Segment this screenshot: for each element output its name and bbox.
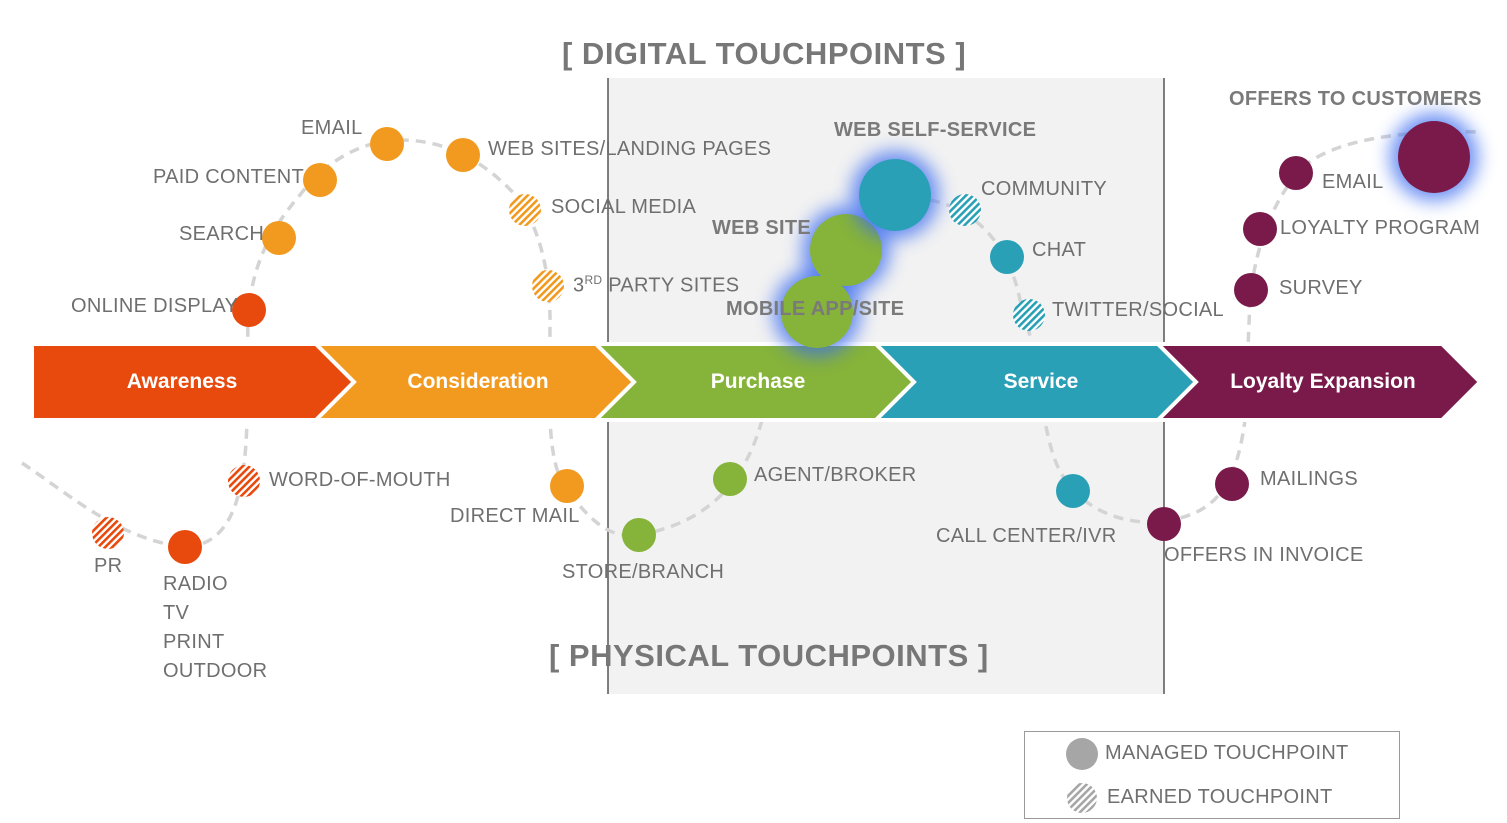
- dot-web-self-service: [859, 159, 931, 231]
- dot-loyalty-program: [1243, 212, 1277, 246]
- label-web-site: WEB SITE: [712, 217, 812, 239]
- physical-touchpoints-heading: [ PHYSICAL TOUCHPOINTS ]: [549, 638, 989, 673]
- label-mobile-app: MOBILE APP/SITE: [726, 298, 905, 320]
- legend: MANAGED TOUCHPOINT EARNED TOUCHPOINT: [1024, 731, 1400, 819]
- journey-path-service: [929, 130, 1481, 524]
- label-print: PRINT: [163, 631, 225, 653]
- dot-offers-to-customers: [1398, 121, 1470, 193]
- label-social-media: SOCIAL MEDIA: [551, 196, 697, 218]
- dot-social-media: [509, 194, 541, 226]
- stage-label-service: Service: [1003, 370, 1079, 393]
- stage-label-awareness: Awareness: [126, 370, 238, 393]
- dot-twitter-social: [1013, 299, 1045, 331]
- dot-online-display: [232, 293, 266, 327]
- label-store-branch: STORE/BRANCH: [562, 561, 725, 583]
- stage-label-loyalty: Loyalty Expansion: [1230, 370, 1416, 393]
- dot-pr: [92, 517, 124, 549]
- label-third-party-text: PARTY SITES: [602, 274, 740, 297]
- dot-agent-broker: [713, 462, 747, 496]
- dot-call-center: [1056, 474, 1090, 508]
- dot-web-site: [810, 214, 882, 286]
- dot-third-party: [532, 270, 564, 302]
- dot-email-consideration: [370, 127, 404, 161]
- stage-label-purchase: Purchase: [710, 370, 806, 393]
- label-agent-broker: AGENT/BROKER: [754, 464, 917, 486]
- earned-swatch-icon: [1067, 783, 1097, 813]
- label-third-party-sup: RD: [584, 273, 603, 287]
- touchpoint-dots: [92, 113, 1478, 564]
- dot-chat: [990, 240, 1024, 274]
- label-third-party-number: 3: [573, 274, 585, 297]
- dot-email-loyalty: [1279, 156, 1313, 190]
- label-community: COMMUNITY: [981, 178, 1108, 200]
- dot-direct-mail: [550, 469, 584, 503]
- label-survey: SURVEY: [1279, 277, 1363, 299]
- dot-mobile-app: [781, 276, 853, 348]
- dot-store-branch: [622, 518, 656, 552]
- label-paid-content: PAID CONTENT: [153, 166, 305, 188]
- label-web-self-service: WEB SELF-SERVICE: [834, 119, 1037, 141]
- label-web-sites: WEB SITES/LANDING PAGES: [488, 138, 772, 160]
- label-pr: PR: [94, 555, 123, 577]
- dot-paid-content: [303, 163, 337, 197]
- label-search: SEARCH: [179, 223, 265, 245]
- stage-arrows: [30, 342, 1483, 422]
- label-twitter-social: TWITTER/SOCIAL: [1052, 299, 1224, 321]
- label-chat: CHAT: [1032, 239, 1087, 261]
- label-radio: RADIO: [163, 573, 228, 595]
- label-email-loyalty: EMAIL: [1322, 171, 1384, 193]
- label-offers-in-invoice: OFFERS IN INVOICE: [1164, 544, 1364, 566]
- label-mailings: MAILINGS: [1260, 468, 1358, 490]
- dot-radio: [168, 530, 202, 564]
- dot-web-sites: [446, 138, 480, 172]
- label-third-party: 3RD PARTY SITES: [573, 273, 739, 298]
- digital-touchpoints-heading: [ DIGITAL TOUCHPOINTS ]: [562, 36, 967, 71]
- label-email-consideration: EMAIL: [301, 117, 363, 139]
- dot-community: [949, 194, 981, 226]
- label-loyalty-program: LOYALTY PROGRAM: [1280, 217, 1481, 239]
- label-online-display: ONLINE DISPLAY: [71, 295, 239, 317]
- label-outdoor: OUTDOOR: [163, 660, 268, 682]
- dot-mailings: [1215, 467, 1249, 501]
- legend-managed-label: MANAGED TOUCHPOINT: [1105, 742, 1349, 764]
- label-offers-to-customers: OFFERS TO CUSTOMERS: [1229, 88, 1482, 110]
- stage-label-consideration: Consideration: [407, 370, 549, 393]
- label-direct-mail: DIRECT MAIL: [450, 505, 580, 527]
- stage-arrow-loyalty-expansion: [1153, 342, 1483, 422]
- dot-word-of-mouth: [228, 465, 260, 497]
- label-call-center: CALL CENTER/IVR: [936, 525, 1117, 547]
- dot-search: [262, 221, 296, 255]
- dot-survey: [1234, 273, 1268, 307]
- label-word-of-mouth: WORD-OF-MOUTH: [269, 469, 451, 491]
- managed-swatch-icon: [1066, 738, 1098, 770]
- dot-offers-in-invoice: [1147, 507, 1181, 541]
- journey-path: [21, 138, 764, 549]
- label-tv: TV: [163, 602, 190, 624]
- legend-earned-label: EARNED TOUCHPOINT: [1107, 786, 1333, 808]
